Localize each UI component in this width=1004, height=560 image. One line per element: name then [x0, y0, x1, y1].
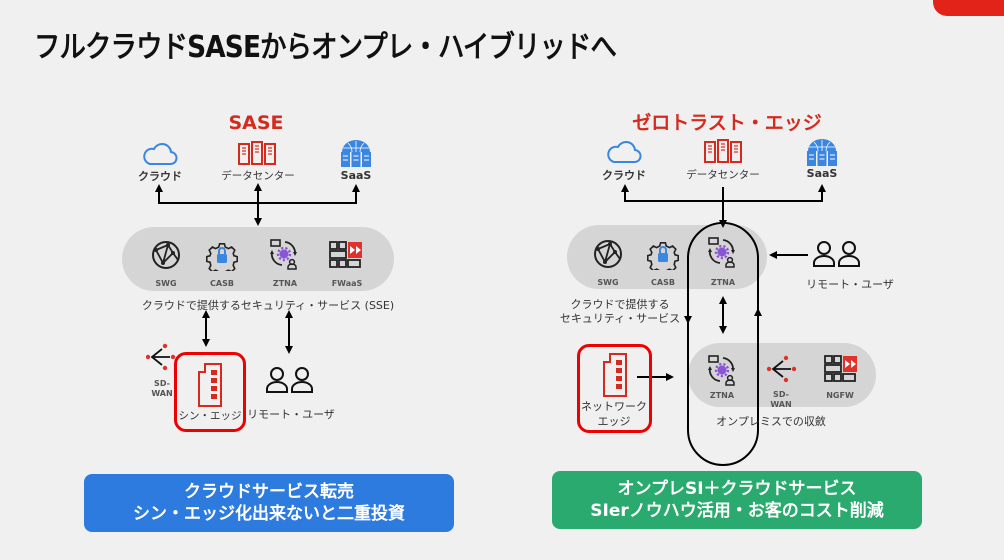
page-title: フルクラウドSASEからオンプレ・ハイブリッドへ: [34, 30, 617, 65]
caption-line-2: セキュリティ・サービス: [559, 312, 681, 325]
edge-device-icon: [602, 352, 628, 398]
globe-network-icon: [593, 239, 623, 269]
network-edge-box: [577, 344, 652, 433]
ztna-loop: [687, 222, 759, 466]
banner-line-1: オンプレSI＋クラウドサービス: [617, 479, 857, 499]
sse-item-fwaas: FWaaS: [331, 279, 363, 288]
ztna-cycle-icon: [706, 236, 738, 268]
node-label-cloud: クラウド: [138, 170, 182, 183]
onprem-item-ngfw: NGFW: [826, 391, 854, 400]
sse-item-swg: SWG: [155, 279, 177, 288]
cloud-security-caption: クラウドで提供する セキュリティ・サービス: [560, 298, 680, 326]
edge-label-line-1: ネットワーク: [581, 400, 647, 413]
remote-user-label: リモート・ユーザ: [806, 278, 894, 291]
node-label-datacenter: データセンター: [686, 169, 760, 181]
remote-users-icon: [812, 240, 862, 268]
edge-label-line-2: エッジ: [597, 415, 631, 428]
zte-conclusion-banner: オンプレSI＋クラウドサービス SIerノウハウ活用・お客のコスト削減: [552, 471, 922, 529]
thin-edge-box: [174, 352, 246, 432]
cloud-item-casb: CASB: [651, 278, 675, 287]
sse-item-ztna: ZTNA: [272, 279, 298, 288]
banner-line-2: SIerノウハウ活用・お客のコスト削減: [590, 501, 884, 521]
onprem-item-ztna: ZTNA: [709, 391, 735, 400]
network-edge-label: ネットワーク エッジ: [581, 399, 647, 429]
onprem-caption: オンプレミスでの収斂: [716, 415, 826, 428]
cloud-item-swg: SWG: [597, 278, 619, 287]
onprem-item-sdwan: SD- WAN: [770, 390, 792, 409]
banner-line-2: シン・エッジ化出来ないと二重投資: [133, 504, 405, 524]
node-label-cloud: クラウド: [602, 169, 646, 182]
node-label-saas: SaaS: [806, 167, 838, 180]
caption-line-1: クラウドで提供する: [570, 298, 670, 311]
sdwan-icon: [767, 354, 797, 384]
sse-caption: クラウドで提供するセキュリティ・サービス (SSE): [141, 299, 395, 312]
node-label-datacenter: データセンター: [221, 170, 295, 182]
sse-item-casb: CASB: [210, 279, 234, 288]
sdwan-label: SD- WAN: [151, 379, 173, 398]
zte-section-title: ゼロトラスト・エッジ: [632, 112, 822, 134]
thin-edge-label: シン・エッジ: [178, 410, 242, 422]
node-label-saas: SaaS: [340, 169, 372, 182]
sase-section-title: SASE: [228, 112, 284, 134]
remote-user-label: リモート・ユーザ: [247, 408, 335, 421]
corner-accent-tab: [933, 0, 1004, 16]
onprem-pill: [688, 343, 876, 407]
banner-line-1: クラウドサービス転売: [184, 482, 354, 502]
ztna-cycle-icon: [706, 354, 738, 386]
cloud-item-ztna: ZTNA: [710, 278, 736, 287]
firewall-icon: [824, 355, 858, 383]
sase-conclusion-banner: クラウドサービス転売 シン・エッジ化出来ないと二重投資: [84, 474, 454, 532]
gear-lock-icon: [647, 238, 679, 270]
